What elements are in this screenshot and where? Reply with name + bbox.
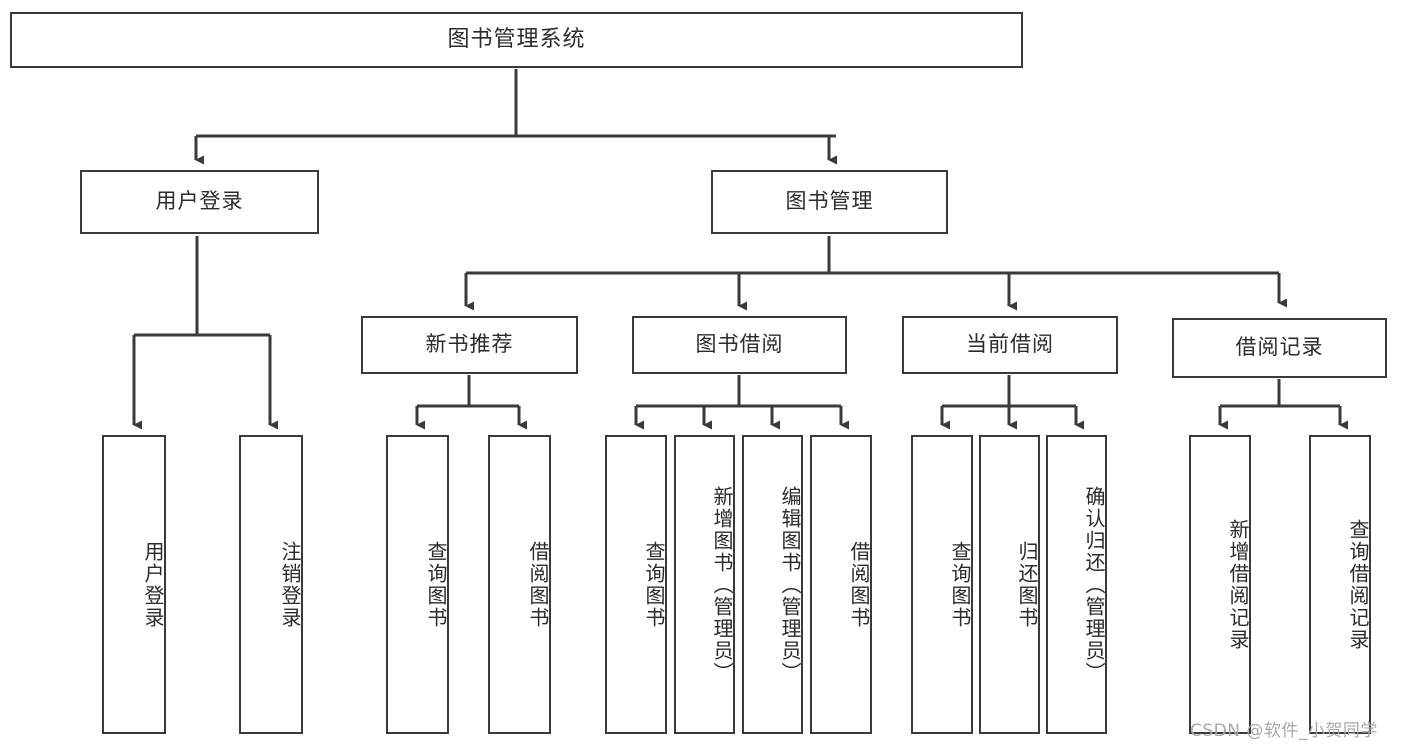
leaf-borrow-record-add-record[interactable]: 新增借阅记录	[1189, 435, 1251, 734]
node-label: 当前借阅	[966, 332, 1054, 357]
node-label: 新增借阅记录	[1226, 518, 1250, 651]
leaf-user-login-login[interactable]: 用户登录	[102, 435, 166, 734]
node-label: 编辑图书（管理员）	[778, 485, 802, 684]
node-borrow-record[interactable]: 借阅记录	[1172, 318, 1387, 378]
node-label: 查询图书	[424, 540, 448, 629]
leaf-new-book-borrow-book[interactable]: 借阅图书	[488, 435, 551, 734]
leaf-current-borrow-confirm-return-admin[interactable]: 确认归还（管理员）	[1046, 435, 1107, 734]
node-label: 用户登录	[141, 540, 165, 629]
node-current-borrow[interactable]: 当前借阅	[902, 316, 1118, 374]
leaf-borrow-record-query-record[interactable]: 查询借阅记录	[1309, 435, 1371, 734]
node-label: 借阅图书	[526, 540, 550, 629]
node-root-book-management-system[interactable]: 图书管理系统	[10, 12, 1023, 68]
node-label: 确认归还（管理员）	[1082, 485, 1106, 684]
node-label: 用户登录	[155, 189, 244, 214]
node-user-login[interactable]: 用户登录	[80, 170, 319, 234]
node-book-management[interactable]: 图书管理	[711, 170, 948, 234]
leaf-user-login-logout[interactable]: 注销登录	[239, 435, 303, 734]
node-label: 归还图书	[1015, 540, 1039, 629]
leaf-current-borrow-query-book[interactable]: 查询图书	[911, 435, 973, 734]
node-label: 新增图书（管理员）	[710, 485, 734, 684]
leaf-current-borrow-return-book[interactable]: 归还图书	[979, 435, 1040, 734]
node-label: 图书借阅	[695, 332, 784, 357]
leaf-book-borrow-edit-book-admin[interactable]: 编辑图书（管理员）	[742, 435, 803, 734]
node-label: 借阅记录	[1235, 335, 1324, 360]
node-label: 图书管理系统	[447, 26, 586, 52]
node-label: 新书推荐	[425, 332, 514, 357]
node-label: 查询图书	[948, 540, 972, 629]
leaf-book-borrow-borrow-book[interactable]: 借阅图书	[810, 435, 872, 734]
leaf-book-borrow-add-book-admin[interactable]: 新增图书（管理员）	[674, 435, 735, 734]
node-new-book-recommend[interactable]: 新书推荐	[361, 316, 578, 374]
node-label: 图书管理	[785, 189, 874, 214]
leaf-new-book-query-book[interactable]: 查询图书	[386, 435, 449, 734]
node-label: 借阅图书	[847, 540, 871, 629]
node-book-borrow[interactable]: 图书借阅	[632, 316, 847, 374]
node-label: 查询借阅记录	[1346, 518, 1370, 651]
leaf-book-borrow-query-book[interactable]: 查询图书	[605, 435, 667, 734]
watermark-text: CSDN @软件_小贺同学	[1190, 721, 1378, 741]
node-label: 注销登录	[278, 540, 302, 629]
node-label: 查询图书	[642, 540, 666, 629]
